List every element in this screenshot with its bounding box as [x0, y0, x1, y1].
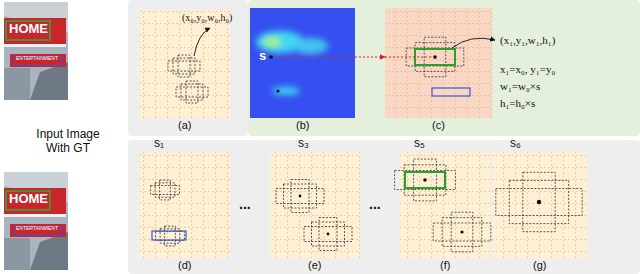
ellipsis: ...	[369, 196, 381, 212]
panel-caption: (e)	[308, 259, 321, 272]
scale-panel: s(b)	[250, 8, 355, 118]
box-tuple: (x₀,y₀,w₀,h₀)	[182, 12, 232, 24]
image-caption: Input Image With GT	[30, 128, 106, 156]
formula: w₁=w₀×s	[500, 80, 540, 93]
scale-panel: s₃(e)	[270, 152, 360, 258]
formula: h₁=h₀×s	[500, 97, 535, 110]
scale-panel: s₆(g)	[492, 152, 587, 258]
sign-text: HOME	[9, 192, 48, 207]
scale-panel: (c)	[385, 8, 492, 118]
scale-label: s₃	[298, 137, 309, 151]
scale-label: s₅	[414, 137, 425, 151]
scale-label: s₆	[510, 137, 521, 151]
dotted-arrow	[355, 57, 385, 58]
scale-panel: s₅(f)	[400, 152, 490, 258]
formula: x₁=x₀, y₁=y₀	[500, 63, 555, 76]
anchor-label: s	[259, 49, 266, 64]
sign-text: HOME	[9, 22, 48, 37]
box-tuple: (x₁,y₁,w₁,h₁)	[500, 34, 555, 47]
panel-caption: (b)	[296, 119, 309, 132]
panel-caption: (c)	[432, 119, 445, 132]
panel-caption: (d)	[178, 259, 191, 272]
panel-caption: (f)	[440, 259, 450, 272]
sign-text: ENTERTAINMENT	[16, 56, 58, 62]
scale-panel: (a)	[140, 10, 230, 118]
panel-caption: (g)	[533, 259, 546, 272]
panel-caption: (a)	[178, 119, 191, 132]
scale-panel: s₁(d)	[140, 152, 230, 258]
ellipsis: ...	[239, 196, 251, 212]
scale-label: s₁	[154, 137, 164, 151]
sign-text: ENTERTAINMENT	[16, 226, 58, 232]
